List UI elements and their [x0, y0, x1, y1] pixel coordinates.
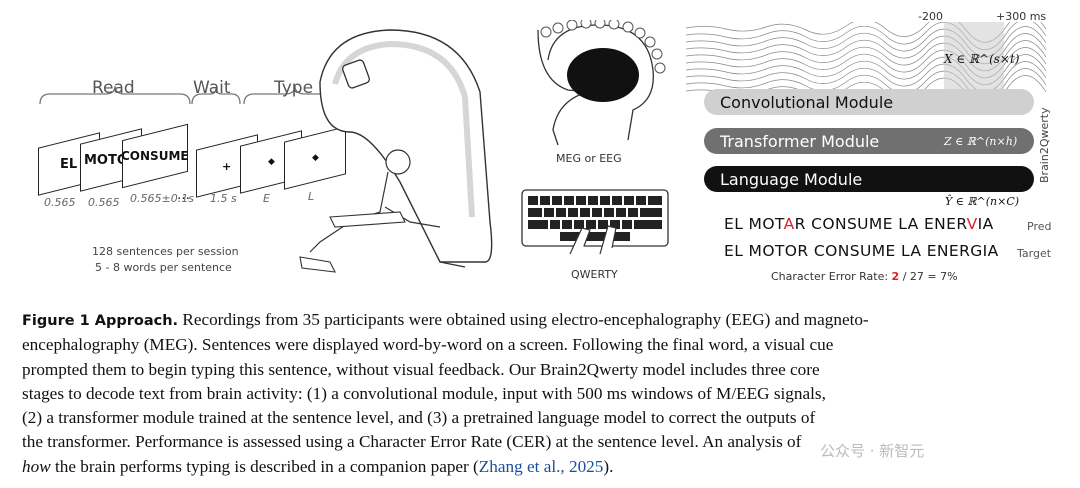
target-line: EL MOTOR CONSUME LA ENERGIA [724, 242, 999, 260]
transformer-module-label: Transformer Module [720, 131, 880, 151]
citation-link[interactable]: Zhang et al., 2025 [478, 456, 604, 476]
window-start-label: -200 [918, 10, 943, 23]
key-e: E [263, 192, 270, 205]
signal-math-label: X ∈ ℝ^(s×t) [944, 52, 1020, 66]
meg-scanner-illustration [299, 29, 493, 273]
caption-line-4: stages to decode text from brain activit… [22, 383, 826, 403]
prediction-label: Pred [1027, 220, 1052, 233]
session-info-2: 5 - 8 words per sentence [95, 261, 232, 274]
convolutional-module: Convolutional Module [704, 89, 1034, 115]
caption-line-3: prompted them to begin typing this sente… [22, 359, 820, 379]
duration-consume: 0.565±0.1s [130, 192, 194, 205]
caption-line-1: Figure 1 Approach. Recordings from 35 pa… [22, 310, 869, 329]
session-info-1: 128 sentences per session [92, 245, 239, 258]
target-label: Target [1017, 247, 1052, 260]
model-name-label: Brain2Qwerty [1038, 107, 1051, 183]
prediction-line: EL MOTAR CONSUME LA ENERVIA [724, 215, 994, 233]
phase-type-label: Type [274, 78, 314, 98]
phase-wait-label: Wait [193, 78, 231, 98]
caption-line-5: (2) a transformer module trained at the … [22, 408, 816, 428]
keyboard-icon [521, 189, 669, 255]
window-end-label: +300 ms [996, 10, 1047, 23]
duration-motor: 0.565 [88, 196, 120, 209]
transformer-module: Transformer Module [704, 128, 1034, 154]
caption-line-2: encephalography (MEG). Sentences were di… [22, 335, 834, 355]
duration-el: 0.565 [44, 196, 76, 209]
transformer-math: Z ∈ ℝ^(n×h) [944, 135, 1018, 148]
figure-caption: Figure 1 Approach. Recordings from 35 pa… [22, 308, 1066, 479]
caption-line-6: the transformer. Performance is assessed… [22, 432, 802, 452]
phase-read-label: Read [92, 78, 135, 98]
caption-line-7: how the brain performs typing is describ… [22, 456, 614, 476]
language-module: Language Module [704, 166, 1034, 192]
head-brain-illustration [537, 20, 666, 146]
key-l: L [308, 190, 315, 203]
language-module-label: Language Module [720, 169, 863, 189]
cer-line: Character Error Rate: 2 / 27 = 7% [771, 270, 958, 283]
meg-eeg-label: MEG or EEG [556, 152, 622, 165]
watermark: 公众号 · 新智元 [820, 442, 925, 460]
figure: Read Wait Type EL MOTOR CONSUME 0.565 0.… [38, 10, 1052, 283]
convolutional-module-label: Convolutional Module [720, 92, 894, 112]
ellipsis: … [177, 188, 190, 203]
language-math: Ŷ ∈ ℝ^(n×C) [945, 195, 1020, 208]
qwerty-label: QWERTY [571, 268, 618, 281]
figure-label: Figure 1 Approach. [22, 313, 179, 329]
duration-wait: 1.5 s [210, 192, 237, 205]
